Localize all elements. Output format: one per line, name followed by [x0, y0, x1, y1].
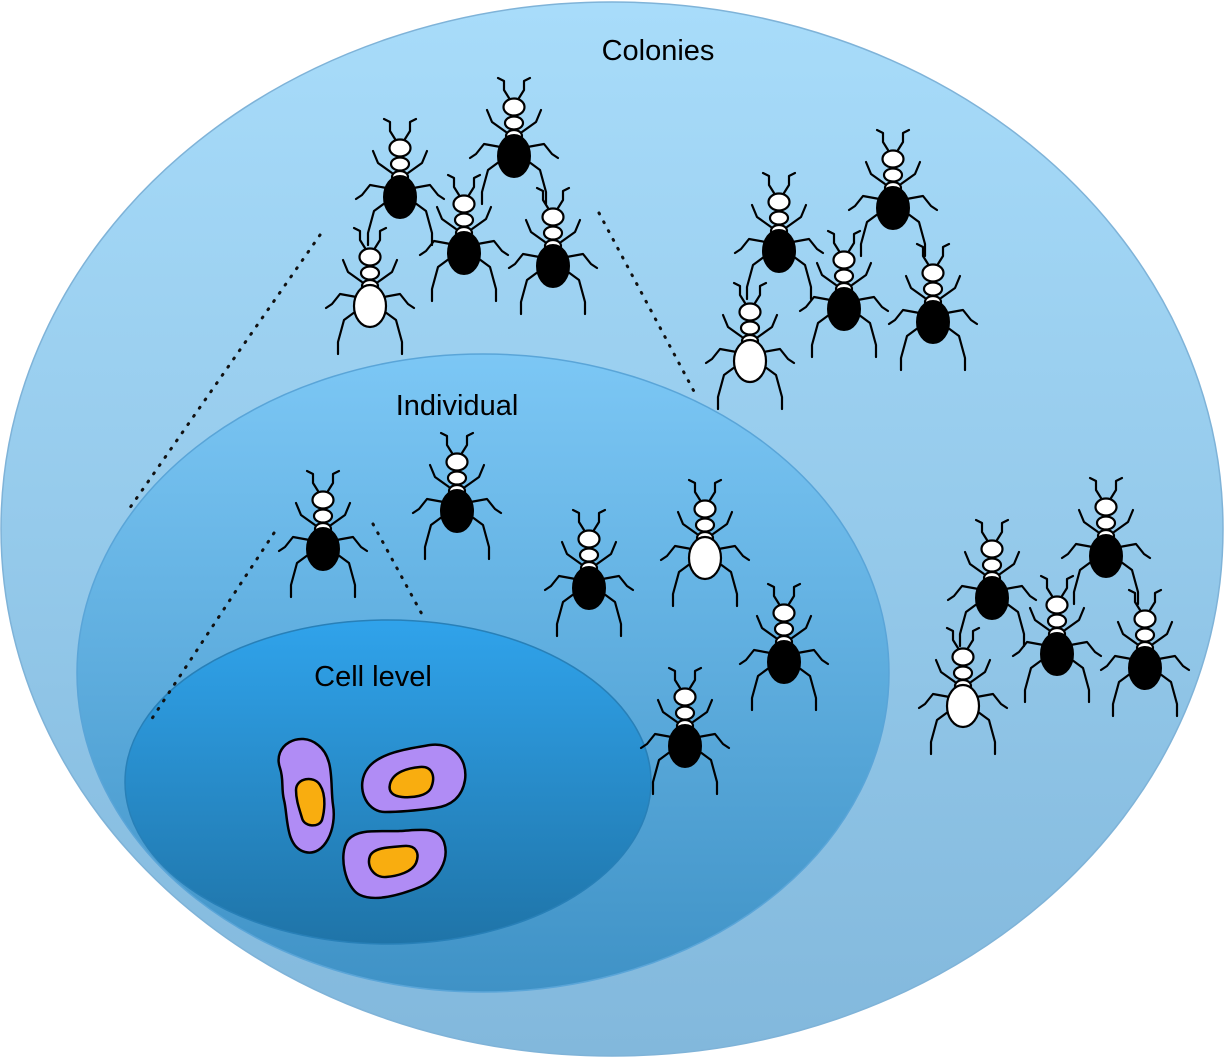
ant-icon	[659, 478, 751, 608]
ant-colony-3	[917, 476, 1191, 756]
ant-icon	[639, 666, 731, 796]
individual-label: Individual	[396, 390, 519, 422]
zoom-line-individual-left	[149, 531, 276, 722]
ant-icon	[418, 173, 510, 303]
ant-icon	[468, 76, 560, 206]
zoom-line-individual-right	[371, 522, 426, 620]
ant-icon	[738, 582, 830, 712]
ant-icon	[733, 171, 825, 301]
ant-icon	[946, 518, 1038, 648]
individual-ants	[277, 431, 830, 796]
ant-icon	[507, 186, 599, 316]
cell-icon	[360, 743, 467, 814]
ant-icon	[798, 229, 890, 359]
cell-icon	[342, 828, 447, 900]
ant-icon	[847, 128, 939, 258]
cells-group	[277, 737, 467, 900]
ant-icon	[1011, 574, 1103, 704]
ant-icon	[354, 117, 446, 247]
ant-icon	[704, 281, 796, 411]
ant-icon	[887, 242, 979, 372]
ant-icon	[411, 431, 503, 561]
ant-icon	[277, 469, 369, 599]
ant-icon	[1060, 476, 1152, 606]
ant-icon	[1099, 588, 1191, 718]
ant-icon	[917, 626, 1009, 756]
ant-colony-1	[324, 76, 599, 356]
cell-icon	[277, 737, 336, 854]
ant-icon	[324, 226, 416, 356]
zoom-line-colony-left	[125, 233, 322, 514]
ant-colony-2	[704, 128, 979, 411]
ant-icon	[543, 508, 635, 638]
cell-level-label: Cell level	[314, 661, 432, 693]
colonies-label: Colonies	[602, 35, 715, 67]
